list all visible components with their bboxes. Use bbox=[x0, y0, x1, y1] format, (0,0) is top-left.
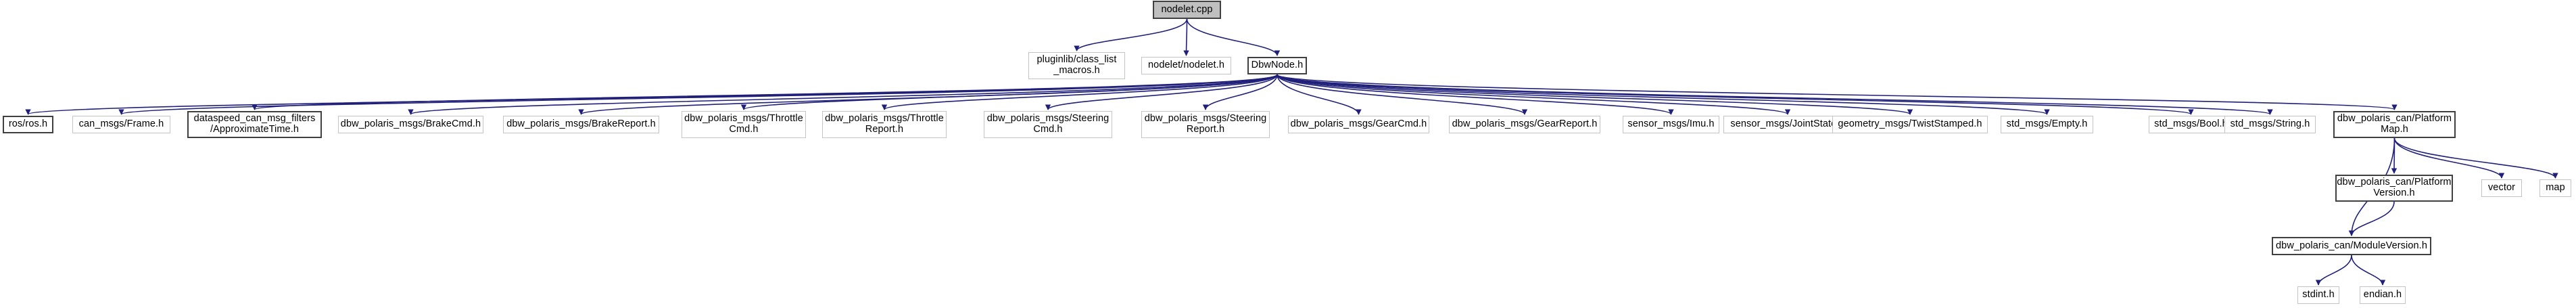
graph-edge bbox=[2393, 137, 2505, 179]
graph-node[interactable]: dbw_polaris_msgs/Throttle Report.h bbox=[822, 111, 947, 138]
graph-node[interactable]: sensor_msgs/Imu.h bbox=[1623, 116, 1719, 133]
graph-node[interactable]: dbw_polaris_msgs/Steering Report.h bbox=[1141, 111, 1270, 138]
graph-edge bbox=[2315, 255, 2352, 286]
graph-node[interactable]: dbw_polaris_msgs/BrakeCmd.h bbox=[338, 116, 483, 133]
graph-edge bbox=[1277, 74, 1674, 115]
graph-node[interactable]: vector bbox=[2481, 179, 2522, 197]
graph-node[interactable]: can_msgs/Frame.h bbox=[72, 116, 170, 133]
graph-node[interactable]: DbwNode.h bbox=[1247, 57, 1307, 74]
graph-edge bbox=[1277, 74, 1528, 115]
graph-edge bbox=[1277, 74, 2397, 110]
graph-node[interactable]: endian.h bbox=[2360, 286, 2406, 304]
graph-edge bbox=[1186, 18, 1281, 56]
graph-node[interactable]: ros/ros.h bbox=[3, 116, 53, 133]
graph-node[interactable]: dbw_polaris_can/Platform Map.h bbox=[2333, 111, 2456, 138]
graph-node[interactable]: dbw_polaris_msgs/Steering Cmd.h bbox=[984, 111, 1112, 138]
graph-node[interactable]: std_msgs/String.h bbox=[2224, 116, 2316, 133]
graph-node[interactable]: nodelet.cpp bbox=[1153, 1, 1221, 19]
graph-edge bbox=[741, 74, 1278, 110]
graph-node[interactable]: map bbox=[2539, 179, 2571, 197]
graph-node[interactable]: dbw_polaris_can/ModuleVersion.h bbox=[2272, 237, 2431, 255]
graph-node[interactable]: dbw_polaris_msgs/Throttle Cmd.h bbox=[682, 111, 806, 138]
graph-edge bbox=[408, 74, 1278, 115]
graph-edge bbox=[1202, 74, 1278, 110]
graph-edge bbox=[26, 74, 1278, 115]
graph-edge bbox=[1045, 74, 1278, 110]
graph-edge bbox=[1277, 74, 1362, 115]
graph-node[interactable]: dataspeed_can_msg_filters /ApproximateTi… bbox=[187, 111, 322, 138]
graph-node[interactable]: dbw_polaris_can/Platform Version.h bbox=[2335, 175, 2453, 202]
graph-edge bbox=[1277, 74, 2194, 115]
graph-edge bbox=[1277, 74, 1790, 115]
graph-edge bbox=[2393, 137, 2558, 179]
graph-edge bbox=[2348, 201, 2395, 236]
graph-edge bbox=[1277, 74, 1913, 115]
graph-node[interactable]: nodelet/nodelet.h bbox=[1141, 57, 1231, 74]
graph-edge bbox=[118, 74, 1278, 115]
graph-edge bbox=[1277, 74, 2273, 115]
graph-node[interactable]: sensor_msgs/JointState.h bbox=[1723, 116, 1852, 133]
graph-node[interactable]: geometry_msgs/TwistStamped.h bbox=[1832, 116, 1988, 133]
graph-edge bbox=[882, 74, 1278, 110]
graph-node[interactable]: std_msgs/Empty.h bbox=[2001, 116, 2093, 133]
graph-edge bbox=[1277, 74, 2050, 115]
graph-edge bbox=[2391, 137, 2398, 174]
graph-node[interactable]: stdint.h bbox=[2297, 286, 2339, 304]
graph-node[interactable]: dbw_polaris_msgs/BrakeReport.h bbox=[503, 116, 659, 133]
graph-edge bbox=[578, 74, 1278, 115]
graph-edge bbox=[2351, 255, 2386, 286]
graph-edge bbox=[1074, 18, 1188, 51]
graph-node[interactable]: pluginlib/class_list _macros.h bbox=[1028, 52, 1125, 79]
graph-node[interactable]: dbw_polaris_msgs/GearReport.h bbox=[1449, 116, 1600, 133]
graph-edge bbox=[252, 74, 1278, 110]
graph-node[interactable]: dbw_polaris_msgs/GearCmd.h bbox=[1288, 116, 1429, 133]
graph-node[interactable]: std_msgs/Bool.h bbox=[2149, 116, 2233, 133]
